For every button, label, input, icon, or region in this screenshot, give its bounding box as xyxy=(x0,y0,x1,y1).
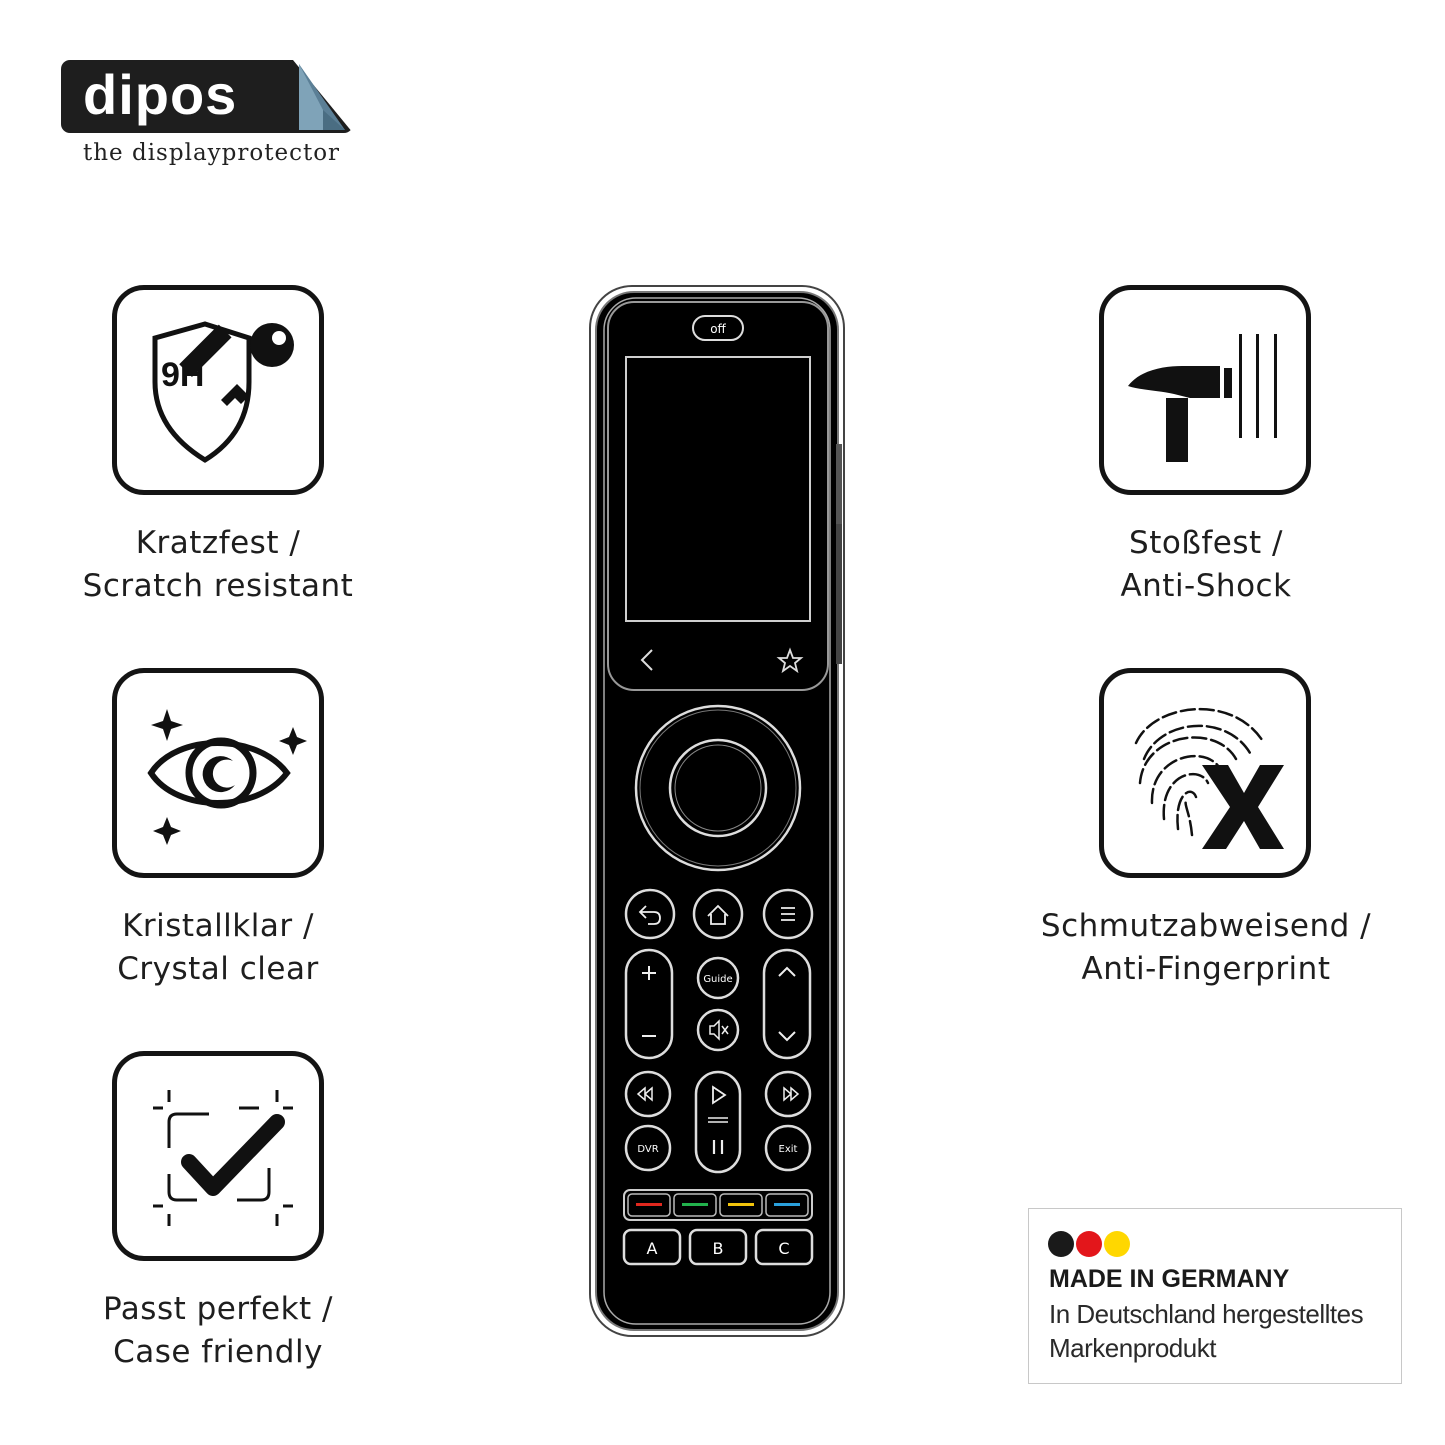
ok-button[interactable] xyxy=(668,738,768,838)
fast-forward-button[interactable] xyxy=(764,1070,812,1118)
dvr-button[interactable] xyxy=(624,1124,672,1172)
flag-dot-gold xyxy=(1104,1231,1130,1257)
flag-dot-red xyxy=(1076,1231,1102,1257)
peel-corner-icon xyxy=(293,60,353,133)
caption-line-de: Stoßfest / xyxy=(1129,525,1283,561)
power-label: off xyxy=(710,322,726,336)
caption-line-en: Case friendly xyxy=(113,1334,323,1370)
channel-down-icon xyxy=(778,1031,796,1042)
play-icon xyxy=(712,1085,727,1105)
caption-shock: Stoßfest / Anti-Shock xyxy=(996,522,1416,608)
blue-key-stripe xyxy=(774,1203,800,1206)
caption-line-de: Schmutzabweisend / xyxy=(1040,908,1372,944)
frame-check-icon xyxy=(112,1051,324,1261)
germany-flag-dots xyxy=(1048,1231,1130,1257)
pause-icon xyxy=(712,1140,724,1154)
menu-icon xyxy=(781,907,795,921)
rewind-button[interactable] xyxy=(624,1070,672,1118)
home-button[interactable] xyxy=(692,888,744,940)
hammer-icon xyxy=(1099,285,1311,495)
brand-tagline: the displayprotector xyxy=(83,140,341,166)
yellow-key-stripe xyxy=(728,1203,754,1206)
remote-screen xyxy=(625,356,811,622)
key-a-button[interactable] xyxy=(622,1228,682,1266)
fingerprint-x-icon xyxy=(1099,668,1311,878)
rewind-icon xyxy=(636,1086,653,1102)
flag-dot-black xyxy=(1048,1231,1074,1257)
caption-clear: Kristallklar / Crystal clear xyxy=(8,905,428,991)
power-button[interactable] xyxy=(692,315,744,341)
guide-label: Guide xyxy=(703,974,732,985)
caption-line-de: Kratzfest / xyxy=(135,525,301,561)
logo-box: dipos xyxy=(61,60,353,133)
caption-line-en: Crystal clear xyxy=(117,951,319,987)
made-in-title: MADE IN GERMANY xyxy=(1049,1265,1290,1293)
channel-rocker[interactable] xyxy=(762,948,812,1060)
mute-icon xyxy=(709,1019,720,1041)
caption-line-de: Kristallklar / xyxy=(122,908,314,944)
channel-up-icon xyxy=(778,966,796,977)
made-in-line-2: Markenprodukt xyxy=(1049,1333,1216,1363)
caption-fit: Passt perfekt / Case friendly xyxy=(8,1288,428,1374)
volume-rocker[interactable] xyxy=(624,948,674,1060)
star-icon[interactable] xyxy=(776,647,804,674)
back-chevron-icon[interactable] xyxy=(640,649,653,671)
fast-forward-icon xyxy=(783,1086,800,1102)
return-button[interactable] xyxy=(624,888,676,940)
key-c-label: C xyxy=(778,1239,789,1258)
brand-name: dipos xyxy=(83,63,238,126)
key-c-button[interactable] xyxy=(754,1228,814,1266)
return-icon xyxy=(638,905,661,925)
caption-line-en: Anti-Shock xyxy=(1120,568,1292,604)
key-b-label: B xyxy=(713,1239,724,1258)
key-b-button[interactable] xyxy=(688,1228,748,1266)
key-a-label: A xyxy=(647,1239,658,1258)
mute-button[interactable] xyxy=(696,1008,740,1052)
caption-scratch: Kratzfest / Scratch resistant xyxy=(8,522,428,608)
volume-up-icon xyxy=(642,966,656,980)
dipos-logo: dipos the displayprotector xyxy=(61,60,353,175)
red-key-stripe xyxy=(636,1203,662,1206)
green-key-stripe xyxy=(682,1203,708,1206)
caption-line-en: Anti-Fingerprint xyxy=(1081,951,1331,987)
caption-line-en: Scratch resistant xyxy=(82,568,354,604)
made-in-germany-badge: MADE IN GERMANY In Deutschland hergestel… xyxy=(1028,1208,1402,1384)
eye-sparkle-icon xyxy=(112,668,324,878)
caption-fingerprint: Schmutzabweisend / Anti-Fingerprint xyxy=(996,905,1416,991)
exit-button[interactable] xyxy=(764,1124,812,1172)
shield-key-icon: 9H xyxy=(112,285,324,495)
guide-button[interactable] xyxy=(696,956,740,1000)
home-icon xyxy=(707,904,729,925)
exit-label: Exit xyxy=(779,1144,798,1155)
remote-control: off Guide DVR Exit A B C xyxy=(589,285,845,1337)
dvr-label: DVR xyxy=(637,1144,658,1155)
caption-line-de: Passt perfekt / xyxy=(103,1291,333,1327)
made-in-line-1: In Deutschland hergestelltes xyxy=(1049,1299,1364,1329)
